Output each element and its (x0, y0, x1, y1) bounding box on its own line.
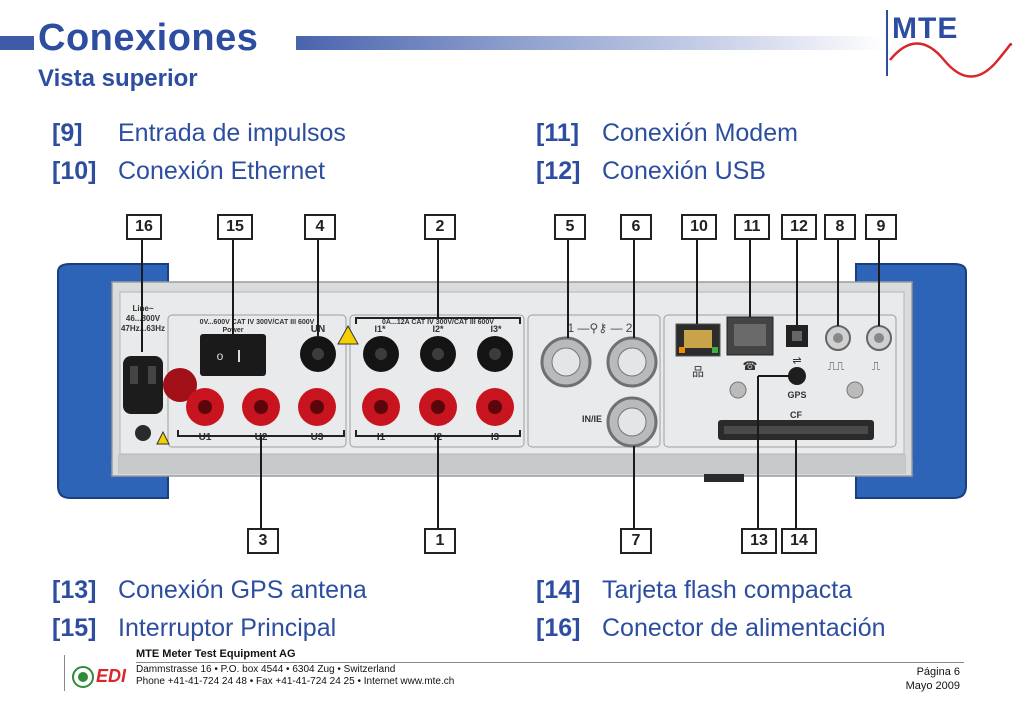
callout-11: 11 (734, 214, 770, 240)
edi-text: EDI (96, 666, 127, 686)
legend-label: Conexión USB (602, 157, 766, 185)
legend-item-15: [15] Interruptor Principal (52, 613, 336, 643)
pulse-icon: ⎍⎍ (828, 359, 845, 373)
in-ie-label: IN/IE (582, 414, 602, 424)
line-label: Line~ (132, 304, 153, 313)
chassis-screw (846, 381, 864, 399)
panel-comms (663, 314, 897, 448)
title-accent-bar-left (0, 36, 34, 50)
legend-item-16: [16] Conector de alimentación (536, 613, 886, 643)
power-inlet (123, 356, 163, 414)
line-voltage-label: 46...800V (126, 314, 161, 323)
edi-logo: EDI (72, 662, 136, 692)
legend-num: [9] (52, 119, 83, 147)
logo-divider (886, 10, 888, 76)
gps-label: GPS (787, 390, 806, 400)
callout-1: 1 (424, 528, 456, 554)
callout-8: 8 (824, 214, 856, 240)
gps-connector (788, 367, 806, 385)
certification-seal-icon (72, 666, 94, 688)
footer-date: Mayo 2009 (905, 680, 960, 692)
mte-logo: MTE (886, 10, 1014, 80)
legend-item-9: [9] Entrada de impulsos (52, 118, 346, 148)
callout-15: 15 (217, 214, 253, 240)
callout-7: 7 (620, 528, 652, 554)
legend-label: Conexión Ethernet (118, 157, 326, 185)
legend-num: [12] (536, 157, 581, 185)
callout-6: 6 (620, 214, 652, 240)
legend-item-11: [11] Conexión Modem (536, 118, 798, 148)
cf-label: CF (790, 410, 802, 420)
warning-triangle-icon (337, 324, 359, 345)
chassis-screw (729, 381, 747, 399)
u3-label: U3 (311, 432, 324, 443)
i1-label: I1 (377, 432, 386, 443)
callout-9: 9 (865, 214, 897, 240)
footer-divider (136, 662, 964, 663)
i2s-label: I2* (432, 324, 444, 334)
footer-address: Dammstrasse 16 • P.O. box 4544 • 6304 Zu… (136, 664, 396, 675)
legend-label: Conexión Modem (602, 119, 798, 147)
i3s-label: I3* (490, 324, 502, 334)
callout-13: 13 (741, 528, 777, 554)
callout-5: 5 (554, 214, 586, 240)
ethernet-icon: 品 (692, 365, 704, 379)
legend-num: [10] (52, 157, 97, 185)
legend-num: [15] (52, 614, 97, 642)
power-switch (200, 334, 266, 376)
pulse-input-icon: ⎍ (872, 359, 881, 373)
legend-label: Tarjeta flash compacta (602, 576, 853, 604)
footer-divider-vertical (64, 655, 65, 691)
callout-3: 3 (247, 528, 279, 554)
callout-4: 4 (304, 214, 336, 240)
i1s-label: I1* (374, 324, 386, 334)
usb-icon: ⇌ (792, 355, 801, 367)
legend-num: [13] (52, 576, 97, 604)
legend-label: Conector de alimentación (602, 614, 886, 642)
footer-company: MTE Meter Test Equipment AG (136, 648, 296, 660)
callout-14: 14 (781, 528, 817, 554)
callout-2: 2 (424, 214, 456, 240)
page-title: Conexiones (38, 17, 259, 59)
callout-10: 10 (681, 214, 717, 240)
legend-label: Entrada de impulsos (118, 119, 346, 147)
svg-text:o: o (217, 349, 224, 363)
chassis-foot (704, 474, 744, 482)
footer-page-number: Página 6 (916, 666, 960, 678)
i3-label: I3 (491, 432, 500, 443)
legend-num: [16] (536, 614, 581, 642)
legend-item-14: [14] Tarjeta flash compacta (536, 575, 852, 605)
power-rating-label: 0V...600V CAT IV 300V/CAT III 600V (200, 319, 315, 326)
logo-sine-wave (889, 42, 1013, 78)
legend-item-13: [13] Conexión GPS antena (52, 575, 367, 605)
legend-label: Interruptor Principal (118, 614, 337, 642)
callout-16: 16 (126, 214, 162, 240)
callout-leader-lines (141, 238, 880, 528)
legend-item-10: [10] Conexión Ethernet (52, 156, 325, 186)
page-subtitle: Vista superior (38, 65, 198, 92)
callout-12: 12 (781, 214, 817, 240)
aux-symbols: 1 —⚲⚷ — 2 (568, 321, 633, 335)
u1-label: U1 (199, 432, 212, 443)
panel-aux (527, 314, 661, 448)
chassis-base (118, 454, 906, 474)
title-accent-bar-right (296, 36, 886, 50)
footer-phone: Phone +41-41-724 24 48 • Fax +41-41-724 … (136, 676, 455, 687)
current-rating-label: 0A...12A CAT IV 300V/CAT III 600V (382, 319, 494, 326)
legend-num: [11] (536, 119, 580, 147)
logo-text: MTE (892, 12, 959, 45)
chassis-screw (135, 425, 151, 441)
warning-triangle-icon (156, 430, 170, 445)
phone-icon: ☎ (743, 359, 758, 373)
legend-item-12: [12] Conexión USB (536, 156, 766, 186)
legend-label: Conexión GPS antena (118, 576, 367, 604)
legend-num: [14] (536, 576, 581, 604)
